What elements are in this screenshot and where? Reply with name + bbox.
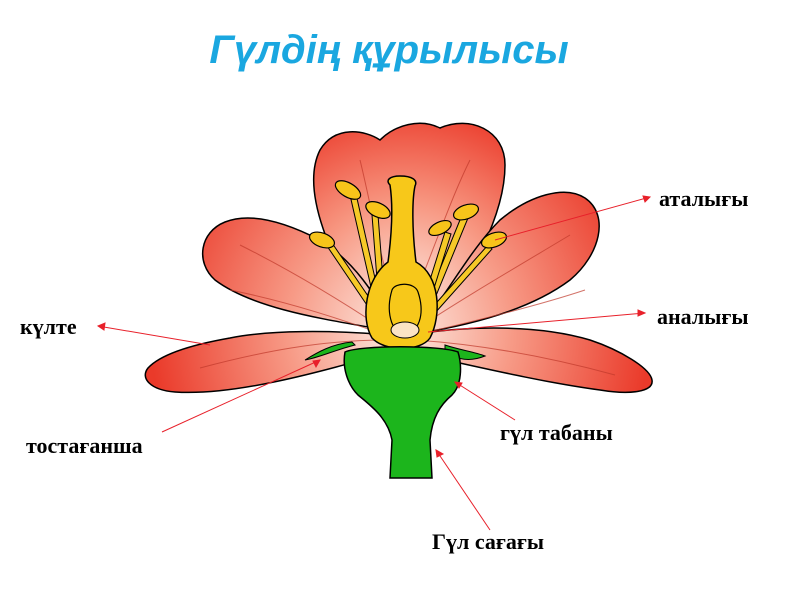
stamen-anthers — [308, 180, 508, 249]
leader-sepal — [161, 359, 321, 433]
title-text: Гүлдің құрылысы — [209, 28, 569, 72]
sepal-left — [304, 341, 356, 361]
label-stamen: аталығы — [659, 186, 749, 211]
label-stalk: Гүл сағағы — [432, 529, 545, 554]
label-sepal: тостағанша — [26, 433, 143, 458]
ovule — [390, 321, 420, 339]
leader-pistil — [427, 312, 646, 333]
ovary-outline — [388, 283, 422, 336]
petal-right-lower — [409, 327, 653, 394]
petal-left-upper — [201, 217, 393, 331]
petal-left-lower — [144, 330, 391, 394]
receptacle-and-stalk — [343, 346, 462, 479]
label-petal: күлте — [20, 314, 77, 339]
page-title: Гүлдің құрылысы — [0, 28, 800, 73]
leader-stamen — [494, 196, 651, 241]
petal-right-upper — [417, 191, 600, 334]
receptacle-group — [304, 341, 487, 479]
leader-petal — [97, 325, 211, 346]
label-pistil: аналығы — [657, 304, 749, 329]
leader-receptacle — [454, 381, 516, 421]
pistil-body — [365, 175, 438, 350]
leader-lines — [96, 195, 652, 531]
leader-stalk — [435, 449, 491, 531]
label-receptacle: гүл табаны — [500, 420, 613, 445]
pistil — [365, 175, 438, 350]
